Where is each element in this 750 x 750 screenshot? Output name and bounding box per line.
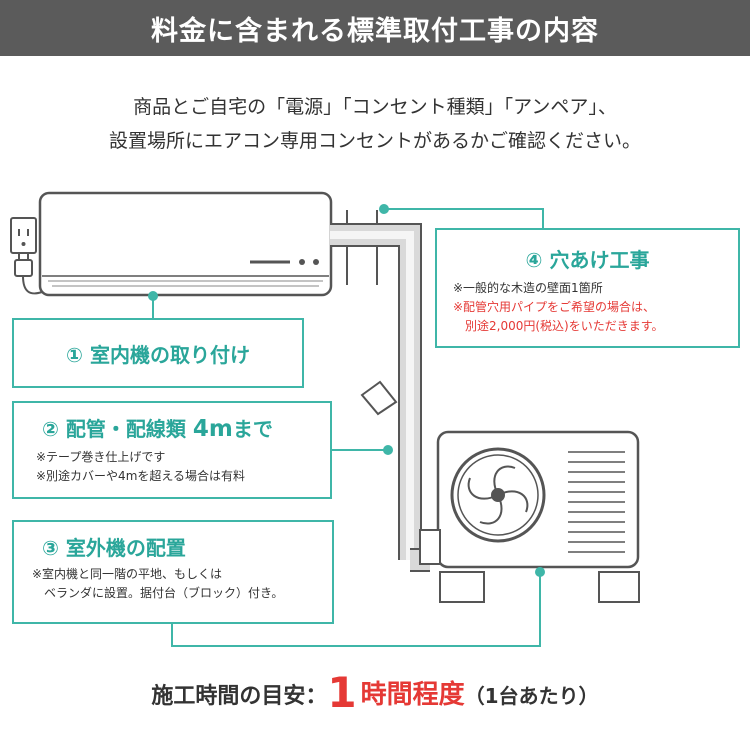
- step-4-title: ④ 穴あけ工事: [525, 248, 650, 272]
- intro-line-2: 設置場所にエアコン専用コンセントがあるかご確認ください。: [108, 130, 641, 152]
- plug-icon: [14, 254, 43, 295]
- piping: [330, 223, 430, 572]
- step-1-title: ① 室内機の取り付け: [66, 342, 250, 367]
- step-3-box: ③ 室外機の配置 ※室内機と同一階の平地、もしくは ベランダに設置。据付台（ブロ…: [12, 520, 334, 624]
- construction-time-label: 施工時間の目安：: [151, 684, 328, 709]
- intro-text: 商品とご自宅の「電源」「コンセント種類」「アンペア」、 設置場所にエアコン専用コ…: [0, 90, 750, 158]
- step-2-title: ② 配管・配線類 4mまで: [42, 413, 330, 442]
- outdoor-unit: [419, 430, 640, 603]
- intro-line-1: 商品とご自宅の「電源」「コンセント種類」「アンペア」、: [133, 96, 617, 118]
- step-2-title-suffix: まで: [232, 417, 273, 441]
- step-2-box: ② 配管・配線類 4mまで ※テープ巻き仕上げです ※別途カバーや4mを超える場…: [12, 401, 332, 499]
- leader-lines: [148, 204, 545, 647]
- step-4-red-note-1: ※配管穴用パイプをご希望の場合は、: [453, 300, 656, 314]
- step-4-box: ④ 穴あけ工事 ※一般的な木造の壁面1箇所 ※配管穴用パイプをご希望の場合は、 …: [435, 228, 740, 348]
- step-2-note-2: ※別途カバーや4mを超える場合は有料: [36, 469, 246, 483]
- indoor-unit: [38, 191, 333, 297]
- step-2-title-length: 4m: [192, 416, 233, 442]
- step-1-box: ① 室内機の取り付け: [12, 318, 304, 388]
- step-3-note-1: ※室内機と同一階の平地、もしくは: [32, 567, 223, 581]
- construction-time-note: （1台あたり）: [464, 684, 599, 708]
- step-2-note-1: ※テープ巻き仕上げです: [36, 450, 166, 464]
- construction-time-number: 1: [327, 668, 357, 717]
- step-4-note: ※一般的な木造の壁面1箇所: [453, 281, 603, 295]
- construction-time-unit: 時間程度: [360, 680, 465, 710]
- step-4-red-note-2: 別途2,000円(税込)をいただきます。: [453, 319, 664, 333]
- page-title: 料金に含まれる標準取付工事の内容: [151, 15, 599, 47]
- power-outlet-icon: [10, 217, 37, 254]
- fan-icon: [467, 465, 529, 525]
- title-bar: 料金に含まれる標準取付工事の内容: [0, 0, 750, 56]
- step-3-note-2: ベランダに設置。据付台（ブロック）付き。: [32, 586, 284, 600]
- step-2-title-prefix: ② 配管・配線類: [42, 417, 193, 441]
- step-3-title: ③ 室外機の配置: [42, 536, 186, 560]
